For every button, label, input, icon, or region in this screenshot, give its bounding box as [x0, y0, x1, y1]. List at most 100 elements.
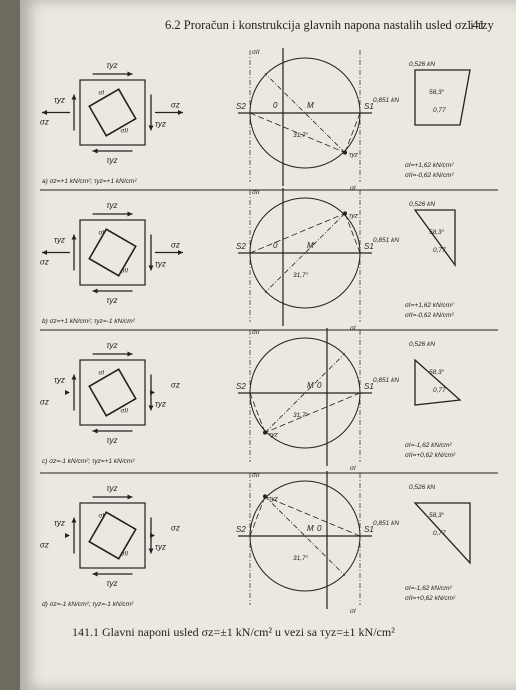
case-2-chord-2 — [264, 392, 361, 433]
case-3-chord-2 — [264, 496, 361, 537]
case-0-angle-b-label: 58,3° — [429, 88, 445, 96]
case-3-sigmaII-axis-label: σII — [252, 472, 260, 479]
case-1-tau-right-head — [148, 265, 154, 271]
case-1-sigma-right-head — [178, 250, 183, 255]
case-1-tau-point-label: τyz — [349, 212, 359, 219]
case-0-force-triangle — [414, 69, 471, 126]
case-0-sigmaI-label: σI — [99, 90, 105, 97]
case-2-diameter — [264, 353, 346, 433]
case-2-result-2: σII=+0,62 kN/cm² — [405, 452, 456, 459]
case-2-tau-bottom-label: τyz — [107, 436, 118, 445]
case-1-tau-top-head — [127, 211, 133, 217]
case-3-diameter — [264, 496, 346, 576]
book-page: 6.2 Proračun i konstrukcija glavnih napo… — [20, 0, 516, 690]
case-3-v077-label: 0,77 — [433, 530, 446, 537]
case-1-s2-label: S2 — [236, 242, 246, 251]
case-2-result-1: σI=-1,62 kN/cm² — [405, 442, 453, 449]
case-3-element — [79, 502, 146, 569]
case-0-tau-right-label: τyz — [155, 120, 166, 129]
case-3-sigmaI-label: σI — [99, 513, 105, 520]
case-1-chord-1 — [249, 213, 346, 254]
case-2-tau-top-head — [127, 351, 133, 357]
case-3-result-2: σII=+0,62 kN/cm² — [405, 595, 456, 602]
case-2-label: c) σz=-1 kN/cm²; τyz=+1 kN/cm² — [42, 458, 135, 465]
case-0-m-label: M — [307, 101, 314, 110]
case-0-result-1: σI=+1,62 kN/cm² — [405, 162, 454, 169]
case-1-sigmaII-label: σII — [121, 268, 129, 275]
case-2-sigma-left-head — [65, 390, 70, 395]
case-0-diameter — [264, 73, 346, 153]
case-3-m-label: M — [307, 524, 314, 533]
case-1-sigma-left-head — [42, 250, 47, 255]
case-0-element — [79, 79, 146, 146]
case-2-tau-point-label: τyz — [269, 432, 279, 439]
case-0-v0851-label: 0,851 kN — [373, 97, 399, 104]
case-1-rotated-element — [88, 228, 137, 277]
case-2-sigmaII-axis-label: σII — [252, 329, 260, 336]
case-3-sigma-right-label: σz — [171, 524, 180, 533]
case-1-chord-2 — [344, 213, 361, 254]
case-0-tau-top-head — [127, 71, 133, 77]
case-0-s1-label: S1 — [364, 102, 374, 111]
case-2-pole-point — [263, 430, 267, 435]
case-3-angle-label: 31,7° — [293, 554, 309, 562]
case-2-force-triangle — [414, 358, 462, 406]
case-3-zero-label: 0 — [317, 524, 322, 533]
case-2-tau-bottom-head — [92, 428, 98, 434]
case-2-angle-label: 31,7° — [293, 411, 309, 419]
case-3-force-triangle — [413, 502, 471, 565]
case-2-v0851-label: 0,851 kN — [373, 377, 399, 384]
case-0-s2-label: S2 — [236, 102, 246, 111]
case-1-v0526-label: 0,526 kN — [409, 201, 435, 208]
case-0-angle-label: 31,7° — [293, 131, 309, 139]
case-1-result-1: σI=+1,62 kN/cm² — [405, 302, 454, 309]
case-3-angle-b-label: 58,3° — [429, 511, 445, 519]
case-1-v0851-label: 0,851 kN — [373, 237, 399, 244]
case-2-element — [79, 359, 146, 426]
case-3-tau-top-label: τyz — [107, 484, 118, 493]
case-1-pole-point — [343, 211, 347, 216]
case-0-tau-left-label: τyz — [54, 96, 65, 105]
case-3-tau-left-head — [71, 517, 77, 523]
case-1-s1-label: S1 — [364, 242, 374, 251]
case-2-sigmaII-label: σII — [121, 408, 129, 415]
case-3-tau-point-label: τyz — [269, 495, 279, 502]
case-1-m-label: M — [307, 241, 314, 250]
case-1-v077-label: 0,77 — [433, 247, 446, 254]
case-2-tau-left-head — [71, 374, 77, 380]
case-1-tau-bottom-label: τyz — [107, 296, 118, 305]
case-1-sigmaI-label: σI — [99, 230, 105, 237]
case-0-tau-right-head — [148, 125, 154, 131]
case-1-zero-label: 0 — [273, 241, 278, 250]
case-0-sigma-left-head — [42, 110, 47, 115]
case-3-pole-point — [263, 494, 267, 499]
case-3-rotated-element — [88, 511, 137, 560]
case-0-result-2: σII=-0,62 kN/cm² — [405, 172, 454, 179]
case-1-angle-label: 31,7° — [293, 271, 309, 279]
case-0-tau-bottom-label: τyz — [107, 156, 118, 165]
case-3-sigmaI-axis-label: σI — [350, 608, 356, 615]
case-2-v077-label: 0,77 — [433, 387, 446, 394]
case-1-force-triangle — [413, 209, 456, 267]
case-0-sigmaII-label: σII — [121, 128, 129, 135]
case-3-tau-right-head — [148, 548, 154, 554]
case-2-m-label: M — [307, 381, 314, 390]
figure-caption: 141.1 Glavni naponi usled σz=±1 kN/cm² u… — [72, 625, 395, 639]
case-1-result-2: σII=-0,62 kN/cm² — [405, 312, 454, 319]
case-2-s2-label: S2 — [236, 382, 246, 391]
case-0-v0526-label: 0,526 kN — [409, 61, 435, 68]
case-2-rotated-element — [88, 368, 137, 417]
case-1-tau-bottom-head — [92, 288, 98, 294]
case-0-sigmaII-axis-label: σII — [252, 49, 260, 56]
case-2-tau-right-head — [148, 405, 154, 411]
case-0-sigma-right-head — [178, 110, 183, 115]
case-0-zero-label: 0 — [273, 101, 278, 110]
case-0-chord-2 — [344, 112, 361, 153]
case-0-chord-1 — [249, 112, 346, 153]
case-3-v0851-label: 0,851 kN — [373, 520, 399, 527]
case-2-s1-label: S1 — [364, 382, 374, 391]
case-3-sigma-left-head — [65, 533, 70, 538]
case-1-angle-b-label: 58,3° — [429, 228, 445, 236]
case-0-sigma-left-label: σz — [40, 118, 49, 127]
case-0-tau-left-head — [71, 94, 77, 100]
